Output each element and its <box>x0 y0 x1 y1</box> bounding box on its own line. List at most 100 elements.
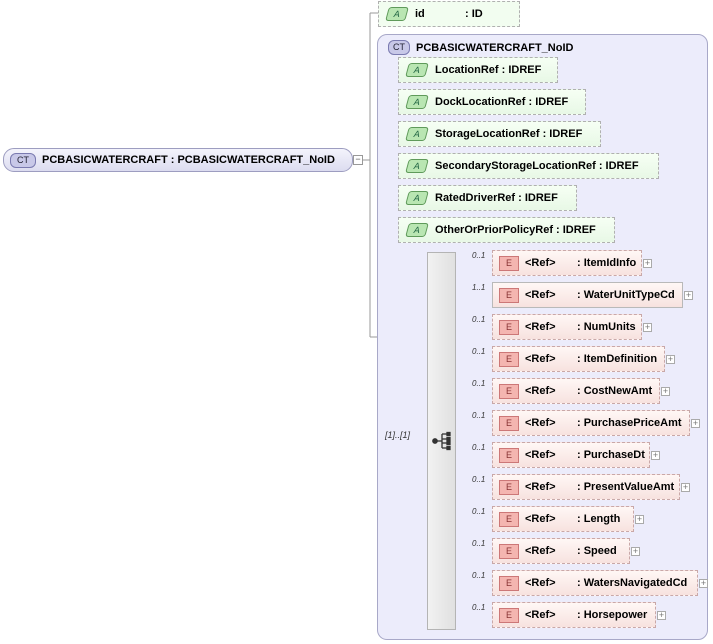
element-name: : PurchasePriceAmt <box>577 417 682 429</box>
attribute-name: id <box>415 8 425 20</box>
sequence-multiplicity: [1]..[1] <box>385 430 411 440</box>
sequence-compositor[interactable] <box>427 252 456 630</box>
occurrence-label: 1..1 <box>472 283 486 292</box>
occurrence-label: 0..1 <box>472 251 486 260</box>
attribute-label: RatedDriverRef : IDREF <box>435 192 558 204</box>
element-badge: E <box>499 383 519 399</box>
complex-type-name: PCBASICWATERCRAFT_NoID <box>416 41 574 54</box>
expand-plus-icon[interactable]: + <box>699 578 708 588</box>
occurrence-label: 0..1 <box>472 443 486 452</box>
occurrence-label: 0..1 <box>472 571 486 580</box>
element-item[interactable]: E <Ref> : PresentValueAmt <box>492 474 680 500</box>
complex-type-title[interactable]: CT PCBASICWATERCRAFT_NoID <box>382 40 573 55</box>
expand-plus-icon[interactable]: + <box>691 418 700 428</box>
element-item[interactable]: E <Ref> : NumUnits <box>492 314 642 340</box>
occurrence-label: 0..1 <box>472 603 486 612</box>
complex-type-badge: CT <box>10 152 36 168</box>
element-badge: E <box>499 287 519 303</box>
element-name: : WaterUnitTypeCd <box>577 289 675 301</box>
attribute-id[interactable]: A id : ID <box>378 1 520 27</box>
occurrence-label: 0..1 <box>472 507 486 516</box>
attribute-label: OtherOrPriorPolicyRef : IDREF <box>435 224 596 236</box>
element-name: : Speed <box>577 545 617 557</box>
expand-plus-icon[interactable]: + <box>666 354 675 364</box>
element-ref: <Ref> <box>525 257 556 269</box>
element-ref: <Ref> <box>525 577 556 589</box>
element-badge: E <box>499 607 519 623</box>
element-badge: E <box>499 479 519 495</box>
element-item[interactable]: E <Ref> : Horsepower <box>492 602 656 628</box>
occurrence-label: 0..1 <box>472 315 486 324</box>
occurrence-label: 0..1 <box>472 379 486 388</box>
element-ref: <Ref> <box>525 481 556 493</box>
element-item[interactable]: E<Ref>: Speed <box>492 538 630 564</box>
expand-plus-icon[interactable]: + <box>643 258 652 268</box>
element-name: : NumUnits <box>577 321 636 333</box>
element-ref: <Ref> <box>525 289 556 301</box>
collapse-minus-icon[interactable]: − <box>353 155 363 165</box>
expand-plus-icon[interactable]: + <box>651 450 660 460</box>
element-name: : WatersNavigatedCd <box>577 577 688 589</box>
element-name: : CostNewAmt <box>577 385 653 397</box>
expand-plus-icon[interactable]: + <box>684 290 693 300</box>
root-label: PCBASICWATERCRAFT : PCBASICWATERCRAFT_No… <box>42 154 335 166</box>
element-item[interactable]: E <Ref> : CostNewAmt <box>492 378 660 404</box>
complex-type-badge: CT <box>388 40 410 55</box>
element-ref: <Ref> <box>525 609 556 621</box>
element-ref: <Ref> <box>525 353 556 365</box>
expand-plus-icon[interactable]: + <box>631 546 640 556</box>
element-badge: E <box>499 415 519 431</box>
element-item[interactable]: E <Ref> : ItemIdInfo <box>492 250 642 276</box>
expand-plus-icon[interactable]: + <box>661 386 670 396</box>
occurrence-label: 0..1 <box>472 539 486 548</box>
attribute-badge: A <box>405 191 429 205</box>
element-name: : Horsepower <box>577 609 648 621</box>
element-badge: E <box>499 447 519 463</box>
element-item[interactable]: E <Ref> : PurchaseDt <box>492 442 650 468</box>
attribute-badge: A <box>385 7 409 21</box>
expand-plus-icon[interactable]: + <box>643 322 652 332</box>
element-name: : Length <box>577 513 621 525</box>
element-badge: E <box>499 319 519 335</box>
element-badge: E <box>499 543 519 559</box>
sequence-icon <box>432 431 451 451</box>
expand-plus-icon[interactable]: + <box>635 514 644 524</box>
element-badge: E <box>499 255 519 271</box>
attribute-badge: A <box>405 95 429 109</box>
element-item[interactable]: E<Ref>: Length <box>492 506 634 532</box>
expand-plus-icon[interactable]: + <box>681 482 690 492</box>
expand-plus-icon[interactable]: + <box>657 610 666 620</box>
attribute-badge: A <box>405 63 429 77</box>
element-item[interactable]: E<Ref>: ItemDefinition <box>492 346 665 372</box>
attribute-type: : ID <box>465 8 483 20</box>
attribute-item[interactable]: A OtherOrPriorPolicyRef : IDREF <box>398 217 615 243</box>
element-item[interactable]: E<Ref>: PurchasePriceAmt <box>492 410 690 436</box>
element-ref: <Ref> <box>525 321 556 333</box>
occurrence-label: 0..1 <box>472 347 486 356</box>
root-complex-type[interactable]: CT PCBASICWATERCRAFT : PCBASICWATERCRAFT… <box>3 148 353 172</box>
element-item[interactable]: E <Ref> : WaterUnitTypeCd <box>492 282 683 308</box>
attribute-item[interactable]: A SecondaryStorageLocationRef : IDREF <box>398 153 659 179</box>
attribute-badge: A <box>405 223 429 237</box>
occurrence-label: 0..1 <box>472 411 486 420</box>
attribute-badge: A <box>405 127 429 141</box>
element-name: : PurchaseDt <box>577 449 645 461</box>
attribute-label: StorageLocationRef : IDREF <box>435 128 583 140</box>
element-ref: <Ref> <box>525 513 556 525</box>
attribute-label: DockLocationRef : IDREF <box>435 96 569 108</box>
element-item[interactable]: E <Ref> : WatersNavigatedCd <box>492 570 698 596</box>
attribute-badge: A <box>405 159 429 173</box>
attribute-item[interactable]: A DockLocationRef : IDREF <box>398 89 586 115</box>
attribute-item[interactable]: A StorageLocationRef : IDREF <box>398 121 601 147</box>
element-badge: E <box>499 351 519 367</box>
element-name: : PresentValueAmt <box>577 481 675 493</box>
element-ref: <Ref> <box>525 385 556 397</box>
attribute-label: LocationRef : IDREF <box>435 64 542 76</box>
element-name: : ItemIdInfo <box>577 257 637 269</box>
occurrence-label: 0..1 <box>472 475 486 484</box>
attribute-item[interactable]: A LocationRef : IDREF <box>398 57 558 83</box>
attribute-item[interactable]: A RatedDriverRef : IDREF <box>398 185 577 211</box>
element-ref: <Ref> <box>525 449 556 461</box>
element-badge: E <box>499 575 519 591</box>
attribute-label: SecondaryStorageLocationRef : IDREF <box>435 160 639 172</box>
